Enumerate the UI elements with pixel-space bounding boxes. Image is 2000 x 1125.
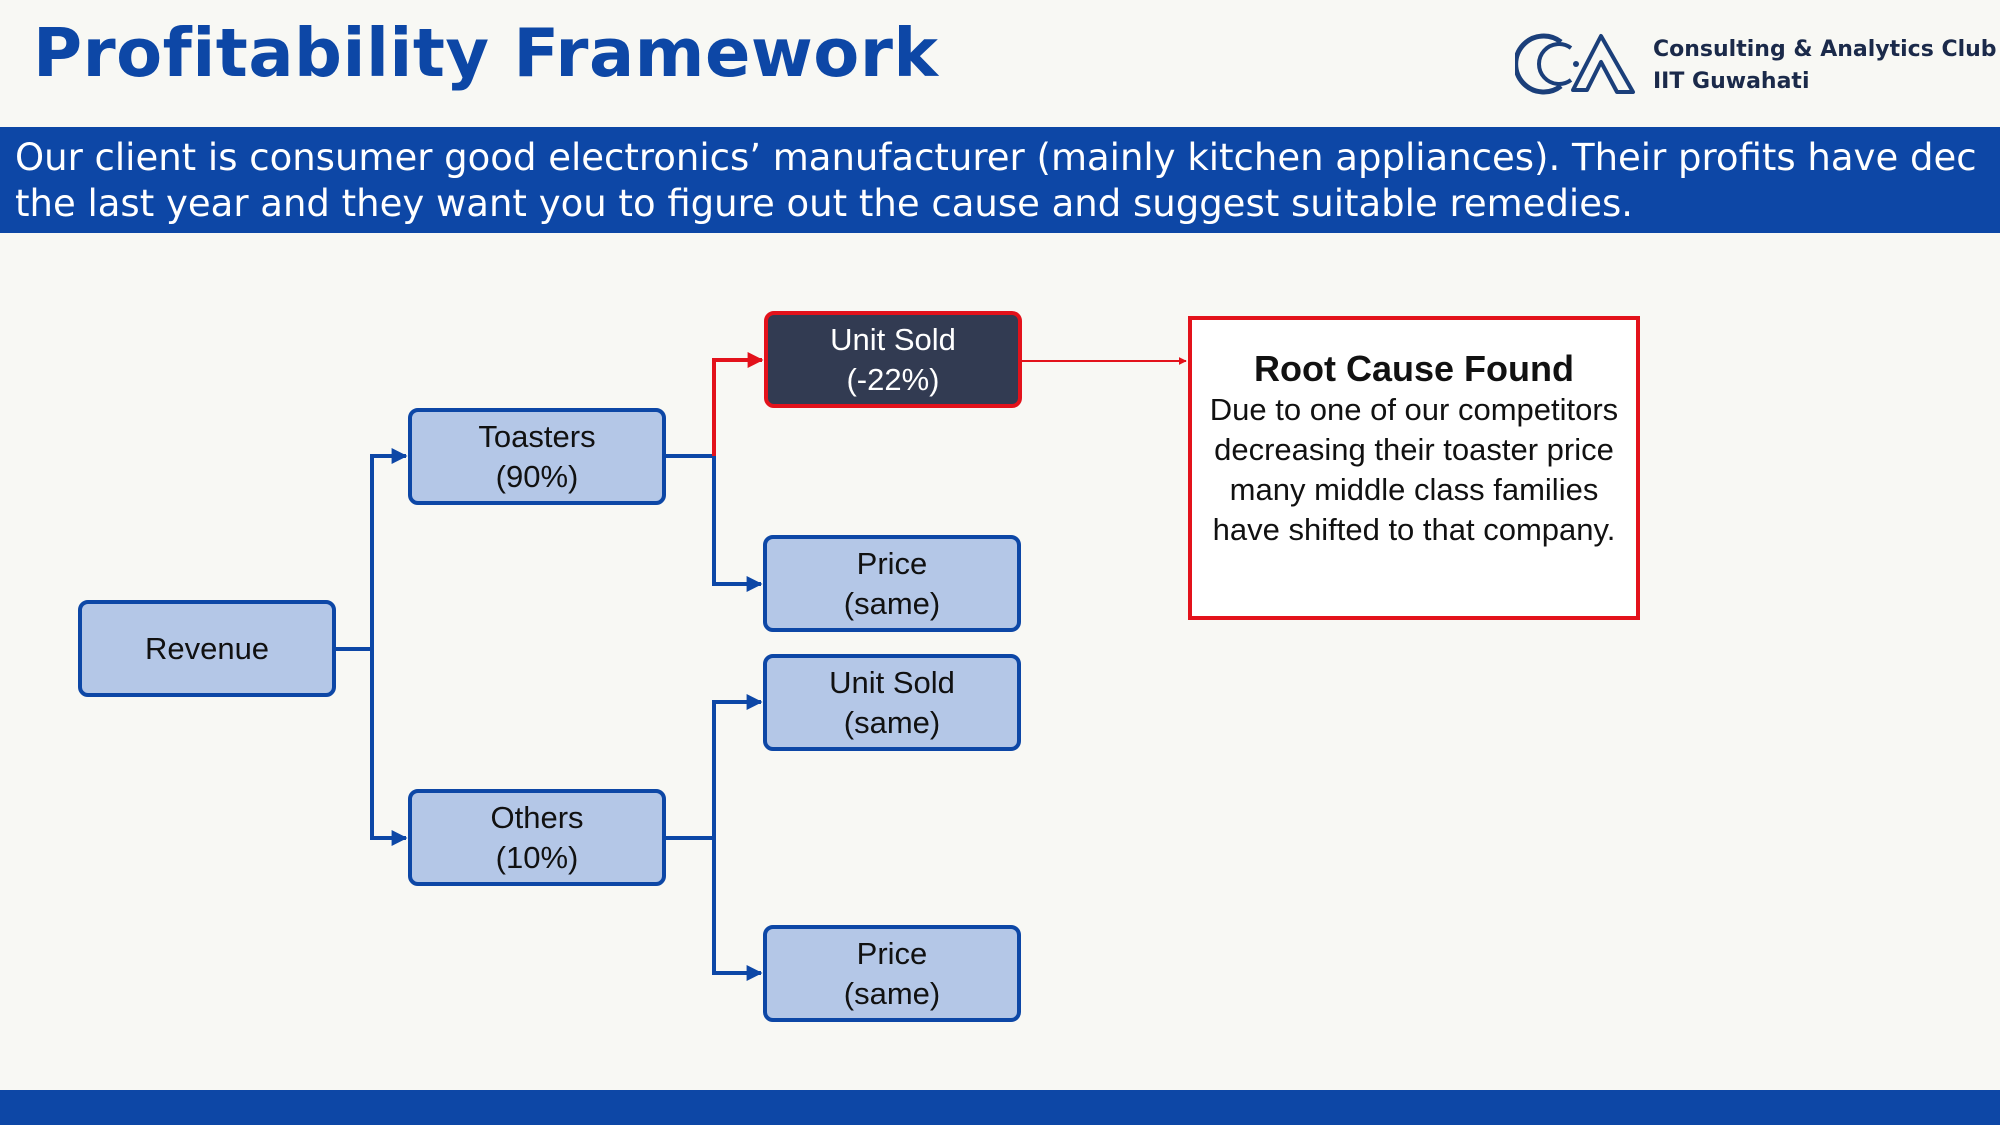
page-title: Profitability Framework: [33, 14, 939, 92]
node-toasters-price: Price (same): [763, 535, 1021, 632]
connector-others-price: [712, 838, 763, 981]
connector-toasters-units: [712, 352, 764, 456]
club-logo-icon: [1515, 33, 1635, 95]
connector-revenue-others: [370, 649, 408, 846]
node-others-unit-sold-label: Unit Sold (same): [829, 664, 955, 740]
connector-toasters-price: [666, 454, 763, 592]
club-name-line2: IIT Guwahati: [1653, 69, 1810, 94]
club-name-line1: Consulting & Analytics Club: [1653, 37, 1997, 62]
node-toasters-label: Toasters (90%): [478, 418, 596, 494]
root-cause-body: Due to one of our competitors decreasing…: [1209, 392, 1619, 547]
node-others: Others (10%): [408, 789, 666, 886]
node-others-unit-sold: Unit Sold (same): [763, 654, 1021, 751]
problem-statement-banner: Our client is consumer good electronics’…: [0, 127, 2000, 233]
node-others-label: Others (10%): [490, 799, 584, 875]
footer-bar: [0, 1090, 2000, 1125]
node-toasters: Toasters (90%): [408, 408, 666, 505]
root-cause-title: Root Cause Found: [1254, 348, 1574, 389]
node-toasters-price-label: Price (same): [843, 545, 941, 621]
node-revenue: Revenue: [78, 600, 336, 697]
node-toasters-unit-sold: Unit Sold (-22%): [764, 311, 1022, 408]
club-name: Consulting & Analytics Club IIT Guwahati: [1653, 34, 1997, 98]
node-others-price: Price (same): [763, 925, 1021, 1022]
node-toasters-unit-sold-label: Unit Sold (-22%): [830, 321, 956, 397]
connector-revenue-toasters: [336, 448, 408, 651]
problem-statement-text: Our client is consumer good electronics’…: [15, 136, 1977, 225]
connector-others-units: [666, 694, 763, 840]
root-cause-box: Root Cause Found Due to one of our compe…: [1188, 316, 1640, 620]
node-revenue-label: Revenue: [144, 630, 270, 666]
node-others-price-label: Price (same): [843, 935, 941, 1011]
